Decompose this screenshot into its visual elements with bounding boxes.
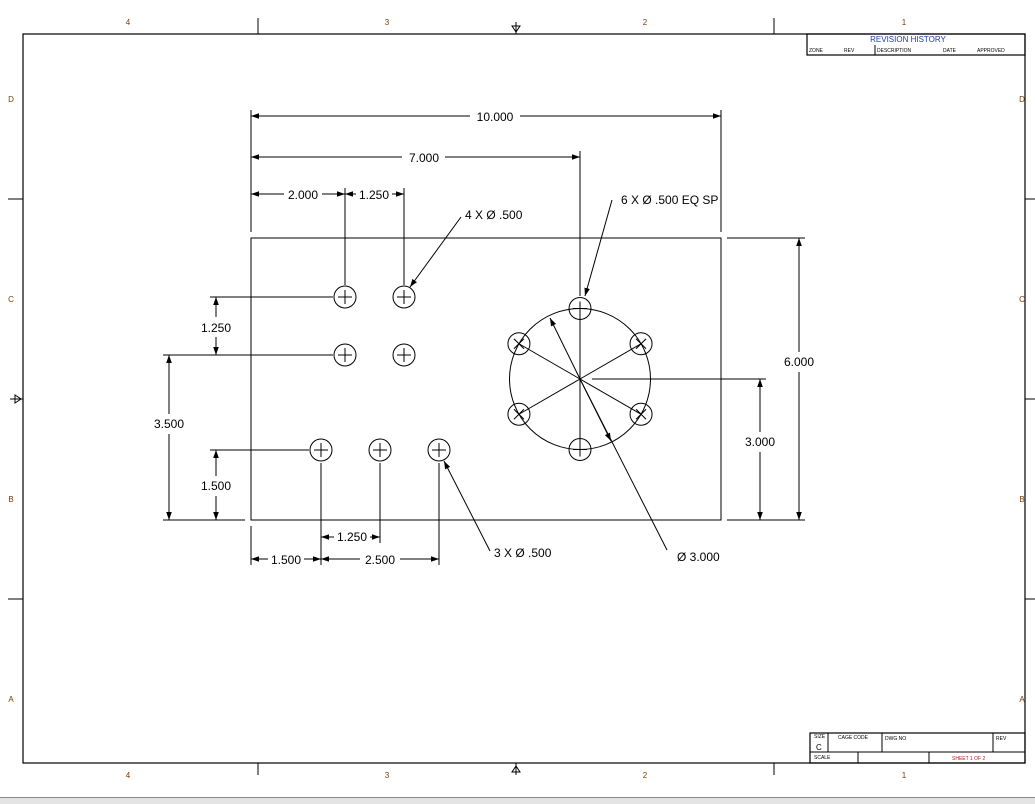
callout-four-holes: 4 X Ø .500 [465,208,523,222]
rev-col-description: DESCRIPTION [877,48,912,54]
leaders [409,199,613,552]
callout-bolt-circle-dia: Ø 3.000 [677,550,720,564]
zone-row-b: B [8,495,13,504]
zone-col-2: 2 [643,18,648,27]
bolt-circle [509,308,668,551]
rev-label: REV [996,736,1007,742]
dim-bottom-span: 2.500 [365,553,395,567]
extension-lines [163,110,805,565]
scale-label: SCALE [814,755,831,761]
holes [309,285,653,462]
dwg-no-label: DWG NO [885,736,906,742]
dim-bottom-row-x: 1.500 [271,553,301,567]
zone-ticks [8,18,1035,775]
rev-col-zone: ZONE [809,48,824,54]
dimension-lines [166,113,802,562]
dim-bolt-circle-y: 3.000 [745,435,775,449]
dim-hole-pitch-top: 1.250 [359,188,389,202]
bolt-circle-spoke [518,378,581,415]
sheet-number: SHEET 1 OF 2 [952,756,985,762]
zone-row-a-right: A [1019,695,1025,704]
hole [392,285,416,309]
dim-hole-pitch-left: 1.250 [201,321,231,335]
dim-overall-width: 10.000 [477,110,514,124]
dim-hole-group-y: 3.500 [154,417,184,431]
size-label: SIZE [814,734,826,740]
zone-row-b-right: B [1019,495,1024,504]
revision-history-block: REVISION HISTORY ZONE REV DESCRIPTION DA… [806,33,1026,56]
dim-overall-height: 6.000 [784,355,814,369]
revision-history-title: REVISION HISTORY [870,35,946,44]
bolt-circle-spoke [579,378,642,415]
zone-col-3-bottom: 3 [385,771,390,780]
callout-three-holes: 3 X Ø .500 [494,546,552,560]
cage-code-label: CAGE CODE [838,735,869,741]
hole [427,438,451,462]
title-block: SIZE C CAGE CODE DWG NO REV SCALE SHEET … [809,732,1026,764]
zone-col-1-bottom: 1 [902,771,907,780]
hole [368,438,392,462]
hole [392,343,416,367]
drawing-border [22,33,1026,764]
zone-row-c: C [8,295,14,304]
zone-col-1: 1 [902,18,907,27]
zone-labels: 4 3 2 1 4 3 2 1 D C B A D C B A [8,18,1025,780]
zone-col-3: 3 [385,18,390,27]
callout-six-holes: 6 X Ø .500 EQ SP [621,193,718,207]
zone-col-4-bottom: 4 [126,771,131,780]
dim-hole-group-x: 2.000 [288,188,318,202]
rev-col-date: DATE [943,48,957,54]
bolt-circle-spoke [579,343,642,380]
zone-row-d-right: D [1019,95,1025,104]
dim-bottom-row-y: 1.500 [201,479,231,493]
hole [309,438,333,462]
zone-col-4: 4 [126,18,131,27]
bolt-circle-dia-line [549,317,581,380]
dim-bottom-pitch: 1.250 [337,530,367,544]
hole [333,343,357,367]
rev-col-rev: REV [844,48,855,54]
bolt-circle-spoke [518,343,581,380]
hole [333,285,357,309]
rev-col-approved: APPROVED [977,48,1005,54]
window-status-bar [0,797,1035,804]
dim-bolt-circle-x: 7.000 [409,151,439,165]
zone-row-d: D [8,95,14,104]
size-value: C [816,743,822,752]
zone-col-2-bottom: 2 [643,771,648,780]
zone-row-a: A [8,695,14,704]
dimension-labels: 10.000 7.000 2.000 1.250 1.250 3.500 1.5… [154,110,814,567]
zone-row-c-right: C [1019,295,1025,304]
